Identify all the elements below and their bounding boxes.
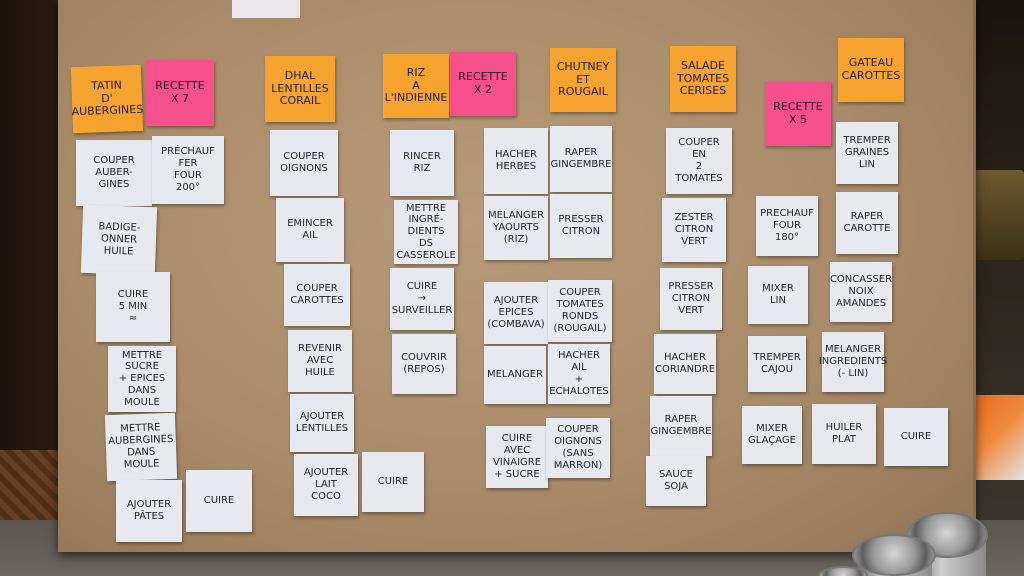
note-step: PRÉCHAUF FER FOUR 200° xyxy=(152,136,224,204)
note-step: TREMPER GRAINES LIN xyxy=(836,122,898,184)
note-salade: SALADE TOMATES CERISES xyxy=(670,46,736,112)
note-step: AJOUTER EPICES (COMBAVA) xyxy=(484,282,548,344)
note-step: RAPER CAROTTE xyxy=(836,192,898,254)
note-step: CUIRE xyxy=(186,470,252,532)
note-step: COUPER EN 2 TOMATES xyxy=(666,128,732,194)
note-step: HACHER CORIANDRE xyxy=(654,334,716,394)
note-step: MIXER GLAÇAGE xyxy=(742,406,802,464)
note-step: EMINCER AIL xyxy=(276,198,344,262)
note-recette-x5: RECETTE x 5 xyxy=(765,82,831,146)
note-step: SAUCE SOJA xyxy=(646,456,706,506)
note-step: PRESSER CITRON VERT xyxy=(660,268,722,330)
note-step: COUPER TOMATES RONDS (ROUGAIL) xyxy=(548,280,612,342)
note-step: ZESTER CITRON VERT xyxy=(662,198,726,262)
note-step: AJOUTER LENTILLES xyxy=(290,394,354,452)
note-step: COUPER CAROTTES xyxy=(284,264,350,326)
note-step: CUIRE AVEC VINAIGRE + SUCRE xyxy=(486,426,548,488)
note-step: RINCER RIZ xyxy=(390,130,454,196)
note-step: RAPER GINGEMBRE xyxy=(550,126,612,192)
note-chutney: CHUTNEY ET ROUGAIL xyxy=(550,48,616,112)
note-step: REVENIR AVEC HUILE xyxy=(288,330,352,392)
note-step: CUIRE 5 MIN ≈ xyxy=(96,272,170,342)
note-gateau: GATEAU CAROTTES xyxy=(838,38,904,102)
note-step: CUIRE → SURVEILLER xyxy=(390,268,454,330)
note-step: PRESSER CITRON xyxy=(550,194,612,258)
note-tatin-aubergines: TATIN D' AUBERGINES xyxy=(70,64,143,134)
note-step: CUIRE xyxy=(884,408,948,466)
tin-can xyxy=(906,512,988,558)
note-step: CONCASSER NOIX AMANDES xyxy=(830,262,892,322)
note-step: AJOUTER PÂTES xyxy=(116,480,182,542)
note-step: COUVRIR (REPOS) xyxy=(392,334,456,394)
note-step: METTRE AUBERGINES DANS MOULE xyxy=(104,412,178,482)
note-step: HACHER AIL + ECHALOTES xyxy=(548,344,610,404)
note-step: AJOUTER LAIT COCO xyxy=(294,454,358,516)
note-step: PRECHAUF FOUR 180° xyxy=(756,196,818,256)
note-step: HACHER HERBES xyxy=(484,128,548,194)
note-step: TREMPER CAJOU xyxy=(748,336,806,392)
shelf-object xyxy=(968,170,1024,260)
note-step: MELANGER YAOURTS (RIZ) xyxy=(484,196,548,260)
note-step: RAPER GINGEMBRE xyxy=(650,396,712,456)
note-step: CUIRE xyxy=(362,452,424,512)
note-step: COUPER AUBER- GINES xyxy=(76,140,152,206)
tin-can xyxy=(852,534,936,576)
note-step: MIXER LIN xyxy=(748,266,808,324)
note-step: HUILER PLAT xyxy=(812,404,876,464)
note-recette-x2: RECETTE x 2 xyxy=(450,52,516,116)
note-step: COUPER OIGNONS (SANS MARRON) xyxy=(546,418,610,478)
note-dhal: DHAL LENTILLES CORAIL xyxy=(265,56,335,122)
note-riz-indienne: RIZ A L'INDIENNE xyxy=(383,54,449,118)
note-recette-x7: RECETTE x 7 xyxy=(146,60,214,126)
top-paper-note xyxy=(232,0,300,18)
note-step: METTRE INGRÉ- DIENTS DS CASSEROLE xyxy=(394,200,458,264)
note-step: BADIGE- ONNER HUILE xyxy=(80,204,158,276)
note-step: MELANGER INGREDIENTS (- LIN) xyxy=(819,332,887,392)
note-step: METTRE SUCRE + EPICES DANS MOULE xyxy=(108,346,176,412)
note-step: MELANGER xyxy=(484,346,546,404)
note-step: COUPER OIGNONS xyxy=(270,130,338,196)
